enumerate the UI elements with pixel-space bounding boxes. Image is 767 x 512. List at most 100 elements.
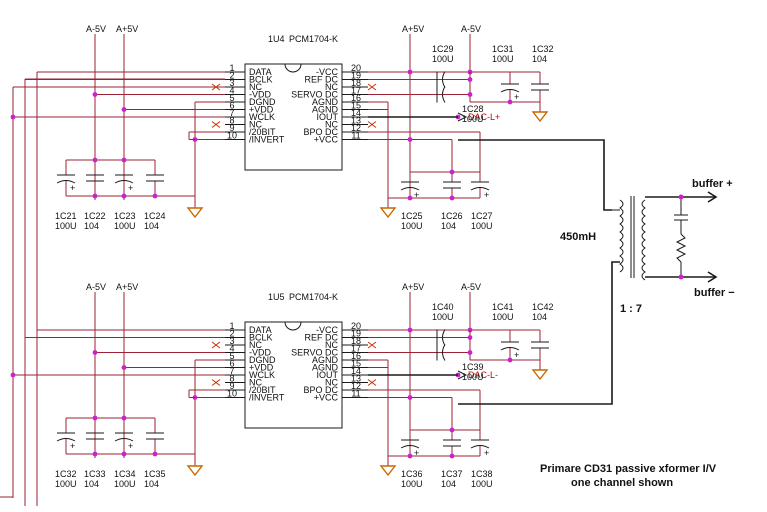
pin-number: 10: [227, 389, 237, 399]
capacitor-value: 100U: [114, 479, 136, 489]
capacitor-plate: [470, 445, 490, 449]
pin-name: +VCC: [314, 135, 339, 145]
junction-dot: [121, 193, 127, 199]
pin-name: +VDD: [249, 363, 274, 373]
junction-dot: [152, 451, 158, 457]
capacitor-plate: [400, 445, 420, 449]
pin-number: 6: [229, 359, 234, 369]
capacitor-ref: 1C35: [144, 469, 166, 479]
buffer-plus-label: buffer +: [692, 178, 733, 190]
nc-mark: [367, 83, 377, 91]
chip-part: PCM1704-K: [289, 34, 338, 44]
pin-name: IOUT: [317, 112, 339, 122]
chip-ref: 1U4: [268, 34, 285, 44]
pin-number: 18: [351, 336, 361, 346]
junction-dot: [407, 395, 413, 400]
capacitor-value: 100U: [462, 372, 484, 382]
supply-label: A-5V: [461, 282, 481, 292]
polarity-mark: +: [484, 190, 489, 200]
pin-number: 14: [351, 366, 361, 376]
ground-symbol: [531, 111, 549, 123]
pin-name: DGND: [249, 355, 276, 365]
capacitor-value: 100U: [401, 479, 423, 489]
nc-mark: [211, 379, 221, 386]
pin-name: REF DC: [305, 75, 339, 85]
buffer-minus-label: buffer −: [694, 287, 735, 299]
capacitor-plate: [400, 187, 420, 191]
polarity-mark: +: [128, 441, 133, 451]
junction-dot: [10, 372, 16, 378]
pin-number: 16: [351, 93, 361, 103]
supply-label: A-5V: [461, 24, 481, 34]
pin-name: -VDD: [249, 348, 271, 358]
junction-dot: [121, 157, 127, 163]
capacitor-value: 100U: [471, 221, 493, 231]
pin-number: 5: [229, 351, 234, 361]
capacitor-ref: 1C29: [432, 44, 454, 54]
capacitor-ref: 1C32: [55, 469, 77, 479]
pin-number: 11: [351, 131, 360, 141]
pin-number: 13: [351, 116, 361, 126]
capacitor-value: 100U: [492, 54, 514, 64]
capacitor-value: 104: [441, 221, 456, 231]
capacitor-ref: 1C31: [492, 44, 514, 54]
pin-number: 15: [351, 359, 361, 369]
pin-name: DATA: [249, 67, 272, 77]
polarity-mark: +: [414, 190, 419, 200]
capacitor-value: 100U: [55, 479, 77, 489]
output-arrow: [457, 370, 468, 380]
pin-number: 1: [229, 321, 234, 331]
pin-name: NC: [325, 82, 338, 92]
pin-name: AGND: [312, 363, 339, 373]
title-line-1: Primare CD31 passive xformer I/V: [540, 463, 717, 475]
pin-number: 2: [229, 329, 234, 339]
capacitor-ref: 1C21: [55, 211, 77, 221]
junction-dot: [92, 350, 98, 355]
transformer: [612, 191, 718, 283]
capacitor-plate: [470, 187, 490, 191]
pin-name: BPO DC: [303, 385, 338, 395]
junction-dot: [678, 194, 684, 200]
pin-number: 19: [351, 329, 361, 339]
junction-dot: [467, 350, 473, 355]
pin-name: NC: [249, 82, 262, 92]
pin-number: 14: [351, 108, 361, 118]
junction-dot: [449, 427, 455, 433]
junction-dot: [407, 69, 413, 75]
pin-number: 2: [229, 71, 234, 81]
pin-number: 5: [229, 93, 234, 103]
pin-number: 6: [229, 101, 234, 111]
nc-mark: [367, 379, 377, 386]
capacitor-plate: [56, 438, 76, 442]
nc-mark: [211, 341, 221, 349]
pin-number: 20: [351, 63, 361, 73]
junction-dot: [92, 451, 98, 457]
capacitor-ref: 1C26: [441, 211, 463, 221]
chip-part: PCM1704-K: [289, 292, 338, 302]
capacitor-value: 104: [84, 479, 99, 489]
nc-mark: [367, 341, 377, 349]
junction-dot: [121, 365, 127, 370]
junction-dot: [449, 195, 455, 201]
pin-number: 16: [351, 351, 361, 361]
junction-dot: [678, 274, 684, 280]
chip-notch: [284, 63, 302, 73]
polarity-mark: +: [414, 448, 419, 458]
junction-dot: [407, 195, 413, 201]
junction-dot: [10, 114, 16, 120]
title-line-2: one channel shown: [571, 477, 673, 489]
junction-dot: [467, 92, 473, 97]
ratio-label: 1 : 7: [620, 303, 642, 315]
pin-name: WCLK: [249, 370, 275, 380]
capacitor-ref: 1C24: [144, 211, 166, 221]
junction-dot: [121, 451, 127, 457]
capacitor-value: 100U: [55, 221, 77, 231]
capacitor-value: 104: [532, 54, 547, 64]
capacitor-ref: 1C37: [441, 469, 463, 479]
pin-number: 7: [229, 366, 234, 376]
pin-number: 12: [351, 123, 361, 133]
pin-name: /20BIT: [249, 385, 276, 395]
junction-dot: [467, 77, 473, 82]
